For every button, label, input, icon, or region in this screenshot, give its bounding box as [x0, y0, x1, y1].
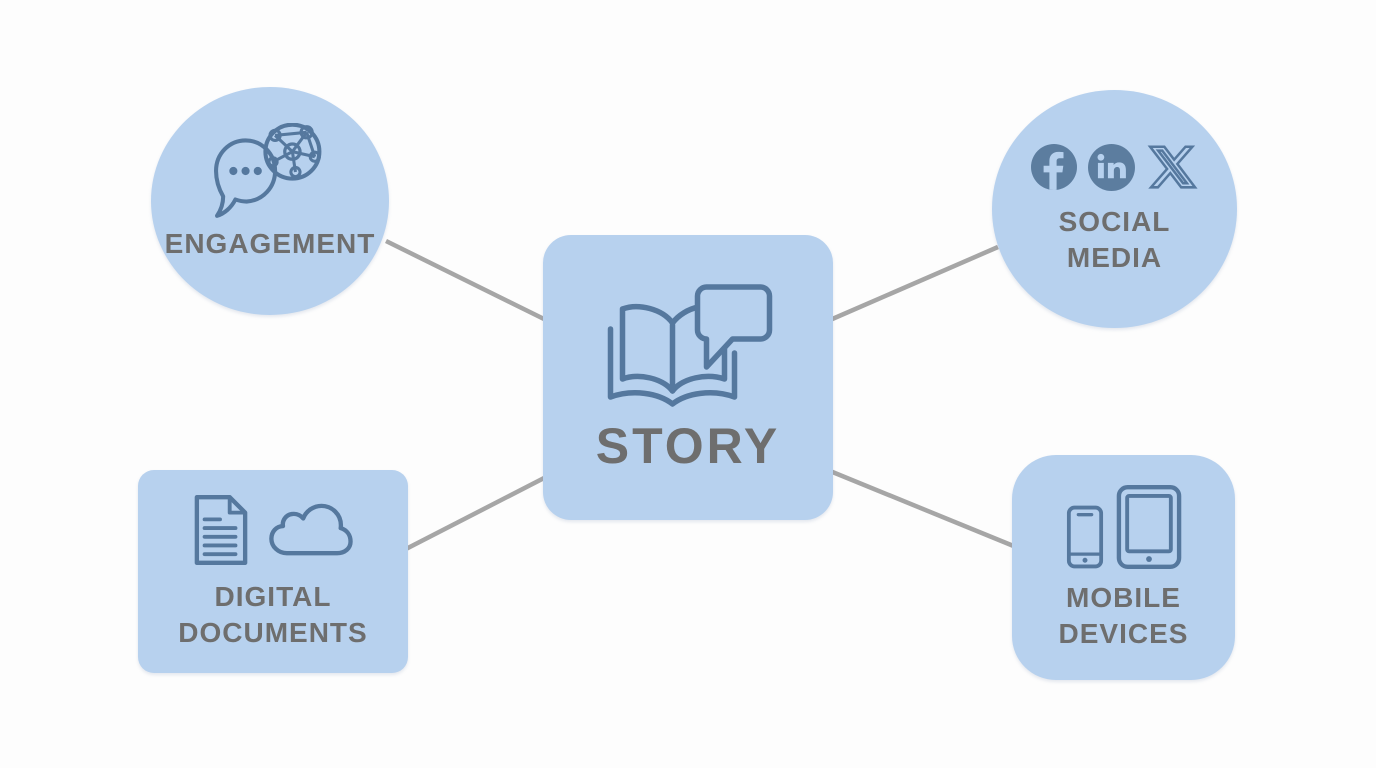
speech-bubble-dots-icon	[214, 137, 278, 218]
engagement-composite-icon	[214, 122, 322, 218]
connector-social-media-story	[829, 244, 999, 323]
network-icon	[263, 122, 322, 181]
social-icons-row	[1030, 142, 1200, 192]
story-composite-icon	[607, 284, 773, 407]
digital-icons-row	[193, 493, 353, 567]
node-label-mobile-line2: DEVICES	[1058, 617, 1189, 649]
speech-bubble-icon	[694, 284, 773, 370]
node-story: STORY	[543, 235, 833, 520]
connector-mobile-devices-story	[829, 468, 1017, 550]
x-icon	[1147, 145, 1198, 189]
node-label-digital-line2: DOCUMENTS	[178, 616, 368, 648]
node-engagement: ENGAGEMENT	[151, 87, 389, 315]
node-label-engagement: ENGAGEMENT	[164, 227, 376, 259]
connector-digital-documents-story	[402, 474, 548, 553]
cloud-icon	[269, 503, 353, 555]
facebook-icon	[1030, 144, 1077, 190]
mobile-icons-row	[1066, 484, 1182, 570]
connector-engagement-story	[385, 238, 547, 323]
node-digital-documents: DIGITAL DOCUMENTS	[138, 470, 408, 673]
node-social-media: SOCIAL MEDIA	[992, 90, 1237, 328]
node-label-mobile-line1: MOBILE	[1066, 581, 1181, 613]
tablet-icon	[1116, 484, 1181, 569]
node-label-social-line1: SOCIAL	[1058, 206, 1171, 237]
document-icon	[194, 494, 248, 565]
node-label-social-line2: MEDIA	[1066, 242, 1163, 273]
smartphone-icon	[1066, 505, 1103, 568]
node-label-story: STORY	[595, 418, 781, 474]
node-label-digital-line1: DIGITAL	[214, 580, 332, 612]
node-mobile-devices: MOBILE DEVICES	[1012, 455, 1235, 680]
linkedin-icon	[1087, 143, 1135, 191]
